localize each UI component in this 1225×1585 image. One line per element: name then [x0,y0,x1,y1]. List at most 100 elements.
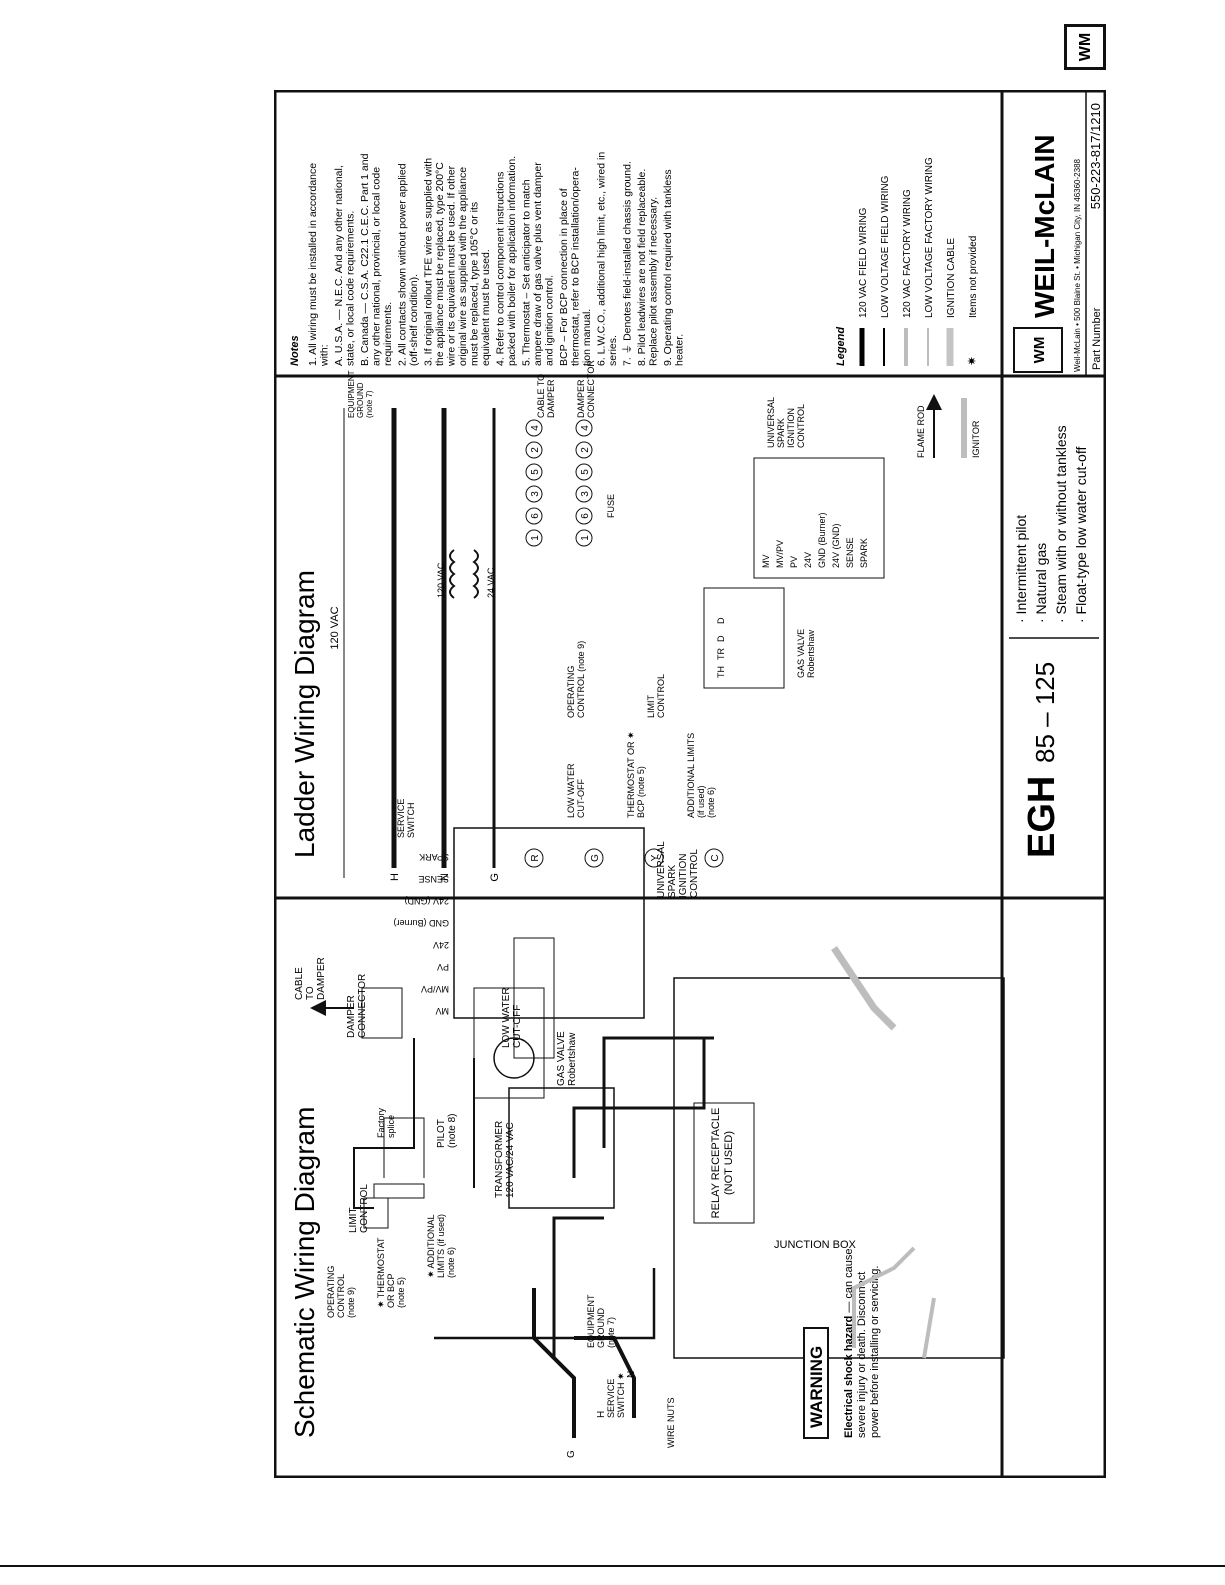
note-line: state, or local code requirements. [345,211,357,366]
model-feature: · Natural gas [1033,543,1049,623]
limit-control-line: LIMIT [348,1207,359,1233]
company-address: Weil-McLain • 500 Blaine St. • Michigan … [1073,158,1082,372]
additional-limits-line: LIMITS (if used) [436,1214,446,1278]
company-block: WM WEIL-McLAIN Weil-McLain • 500 Blaine … [1013,90,1103,376]
ladder-control-terminal: 24V [803,552,813,568]
damper-connector-line: DAMPER [346,995,357,1038]
note-line: 2. All contacts shown without power appl… [397,163,409,366]
connector-pin-number: 6 [530,513,541,519]
ladder-control-terminal: SPARK [859,538,869,568]
ladder-cable-to-damper-line: DAMPER [546,379,556,418]
control-terminal-label: 24V (GND) [404,896,449,906]
additional-limits-line: ✷ ADDITIONAL [426,1214,436,1278]
note-line: the appliance must be replaced, type 200… [434,162,446,366]
ladder-control-terminal: GND (Burner) [817,512,827,568]
ladder-gas-valve-terminal: D [716,635,726,642]
gas-valve [473,987,545,1099]
ladder-additional-limits-line: (if used) [696,785,706,818]
note-line: 8. Pilot leadwires are not field replace… [636,169,648,366]
connector-pin-number: 2 [580,447,591,453]
ladder-service-switch-line: SWITCH [406,803,416,839]
ladder-gas-valve-terminal: TR [716,648,726,660]
note-line: requirements. [382,302,394,366]
connector-pin-number: 2 [530,447,541,453]
control-terminal-label: GND (Burner) [393,918,449,928]
fuse-label: FUSE [606,494,616,518]
wire-nuts-label: WIRE NUTS [666,1398,676,1449]
junction-box-label: JUNCTION BOX [774,1239,857,1251]
ignitor-label: IGNITOR [971,420,981,458]
connector-pin-number: 5 [580,469,591,475]
note-line: (off-shelf condition). [408,274,420,366]
operating-control-line: CONTROL [336,1274,346,1318]
ladder-transformer [449,549,479,599]
gas-valve-line: GAS VALVE [556,1031,567,1086]
thermostat-line: ✷ THERMOSTAT [376,1237,386,1308]
company-brand: WEIL-McLAIN [1029,134,1060,318]
legend-star: ✷ [965,356,979,366]
ladder-service-switch-line: SERVICE [396,799,406,838]
ladder-lwco-line: LOW WATER [566,763,576,818]
legend-label: 120 VAC FIELD WIRING [858,207,869,318]
note-line: and ignition control. [544,275,556,366]
ladder-additional-limits-line: (note 6) [706,787,716,818]
thermostat-line: OR BCP [386,1273,396,1308]
connector-pin [525,463,543,481]
equipment-ground-line: EQUIPMENT [586,1294,596,1348]
note-line: 4. Refer to control component instructio… [495,172,507,366]
pilot-line: PILOT [436,1119,447,1148]
service-switch-line: SWITCH ✷ [616,1372,626,1418]
mains-labels: GHN [566,1371,637,1458]
page-bottom-rule [0,1565,1225,1567]
schematic-title: Schematic Wiring Diagram [289,1107,320,1438]
flame-rod-label: FLAME ROD [916,405,926,458]
relay-receptacle [693,1102,755,1224]
ladder-operating-control-line: OPERATING [566,666,576,718]
cable-to-damper-line: CABLE [294,967,305,1000]
ladder-limit-control-line: CONTROL [656,674,666,718]
factory-splice-line: Factory [376,1107,386,1138]
legend-label: IGNITION CABLE [946,238,957,318]
note-line: must be replaced, type 105°C or its [469,202,481,366]
wiring-sheet: Schematic Wiring Diagram JUNCTION BOX TR… [273,89,1107,1479]
note-line: packed with boiler for application infor… [506,156,518,366]
legend-label: 120 VAC FACTORY WIRING [902,189,913,318]
connector-pin-number: 3 [530,491,541,497]
connector-pin [575,507,593,525]
svg-text:WM: WM [1077,33,1094,61]
note-line: BCP – For BCP connection in place of [558,188,570,366]
ladder-node [524,848,544,868]
damper-connector-line: CONNECTOR [357,974,368,1038]
ladder-node-Y: Y [650,854,661,861]
factory-splice-line: splice [386,1115,396,1138]
rail-label-N: N [439,873,451,881]
connector-pin-number: 1 [530,535,541,541]
connector-pin [575,529,593,547]
ladder-cable-to-damper-line: CABLE TO [536,374,546,418]
transformer-label-line: 120 VAC/24 VAC [505,1122,516,1198]
connector-pin-number: 4 [580,425,591,431]
connector-pin [525,419,543,437]
note-line: 7. ⏚ Denotes field-installed chassis gro… [622,161,634,366]
operating-control-line: (note 9) [346,1287,356,1318]
connector-pin [525,485,543,503]
ladder-transformer-secondary: 24 VAC [486,567,496,598]
connector-pin-number: 3 [580,491,591,497]
schematic-factory-wiring [831,946,936,1359]
ladder-thermostat-line: BCP (note 5) [636,766,646,818]
legend-title: Legend [835,327,847,366]
model-block: EGH 85 – 125 · Intermittent pilot· Natur… [1009,425,1099,858]
ladder-operating-control-line: CONTROL (note 9) [576,641,586,718]
note-line: 1. All wiring must be installed in accor… [307,163,319,366]
connector-pin-number: 6 [580,513,591,519]
flame-rod-ignitor [926,394,967,458]
usic-line: CONTROL [689,849,700,898]
ladder-control-terminal: MV/PV [775,540,785,568]
note-line: thermostat, refer to BCP installation/op… [570,167,582,366]
ladder-equipment-ground-line: EQUIPMENT [347,370,356,418]
schematic-wiring-diagram: Schematic Wiring Diagram JUNCTION BOX TR… [289,827,1005,1458]
